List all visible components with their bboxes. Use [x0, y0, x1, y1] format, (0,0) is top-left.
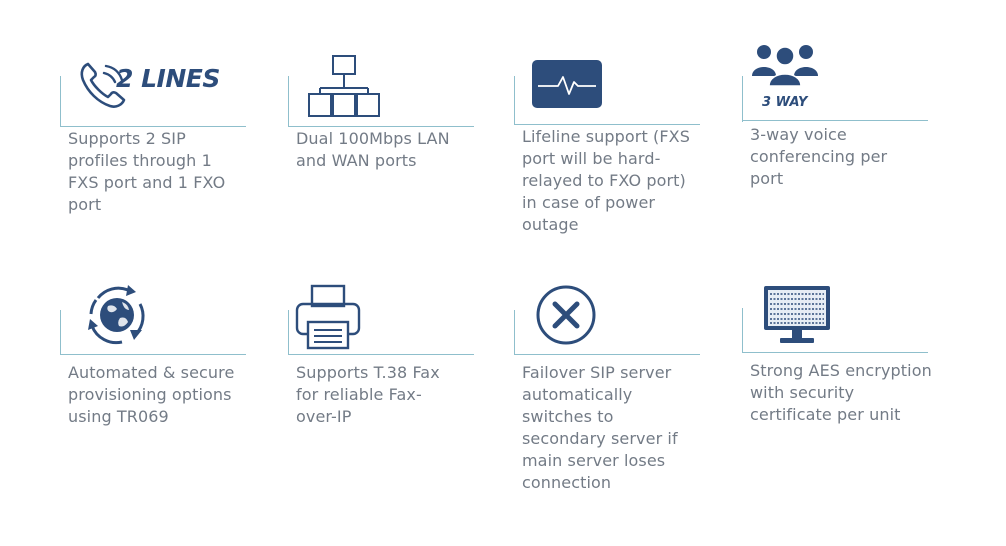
divider: [288, 76, 289, 126]
divider: [60, 76, 61, 126]
feature-aes-encryption: Strong AES encryption with security cert…: [742, 282, 957, 452]
feature-text: Dual 100Mbps LAN and WAN ports: [296, 129, 450, 170]
fax-icon: [294, 284, 364, 354]
people-group-icon: [750, 42, 820, 102]
feature-text: 3-way voice conferencing per port: [750, 125, 888, 188]
feature-fax: Supports T.38 Fax for reliable Fax- over…: [288, 282, 503, 452]
phone-icon: [78, 60, 128, 114]
feature-2-lines: 2 LINES Supports 2 SIP profiles through …: [60, 58, 275, 228]
heartbeat-monitor-icon: [532, 60, 602, 112]
feature-text: Supports 2 SIP profiles through 1 FXS po…: [68, 129, 226, 214]
network-icon: [306, 54, 382, 124]
divider: [514, 76, 515, 124]
divider: [514, 310, 515, 354]
divider: [514, 124, 700, 125]
feature-lifeline: Lifeline support (FXS port will be hard-…: [514, 58, 729, 248]
feature-text: Supports T.38 Fax for reliable Fax- over…: [296, 363, 440, 426]
divider: [60, 310, 61, 354]
divider: [288, 310, 289, 354]
feature-3-way: 3 WAY 3-way voice conferencing per port: [742, 45, 957, 208]
lines-badge: 2 LINES: [116, 64, 220, 93]
divider: [742, 352, 928, 353]
divider: [742, 76, 743, 122]
close-circle-icon: [534, 284, 598, 350]
globe-refresh-icon: [84, 282, 150, 352]
divider: [742, 120, 928, 121]
divider: [288, 126, 474, 127]
feature-provisioning: Automated & secure provisioning options …: [60, 282, 275, 452]
divider: [60, 354, 246, 355]
divider: [288, 354, 474, 355]
divider: [514, 354, 700, 355]
divider: [60, 126, 246, 127]
feature-text: Automated & secure provisioning options …: [68, 363, 235, 426]
way-badge: 3 WAY: [762, 95, 808, 110]
encrypted-monitor-icon: [762, 284, 832, 350]
feature-text: Lifeline support (FXS port will be hard-…: [522, 127, 690, 234]
divider: [742, 308, 743, 352]
feature-failover: Failover SIP server automatically switch…: [514, 282, 729, 502]
feature-text: Failover SIP server automatically switch…: [522, 363, 678, 492]
feature-text: Strong AES encryption with security cert…: [750, 361, 932, 424]
feature-dual-lan: Dual 100Mbps LAN and WAN ports: [288, 55, 503, 228]
